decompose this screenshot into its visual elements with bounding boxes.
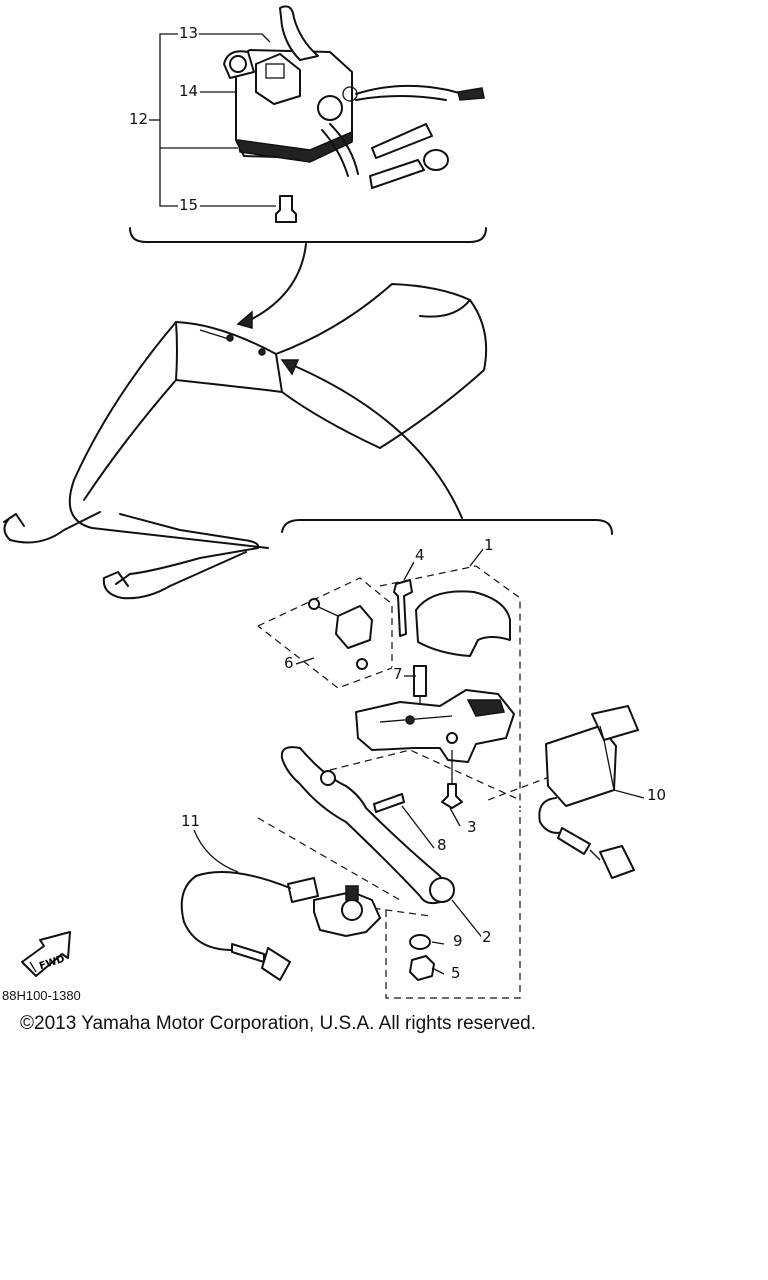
washer-9 [409,934,431,950]
callout-4: 4 [414,546,426,564]
callout-15: 15 [178,196,200,214]
callout-1: 1 [483,536,495,554]
nut-5 [409,955,435,981]
screw-15 [275,195,297,223]
copyright-notice: ©2013 Yamaha Motor Corporation, U.S.A. A… [20,1013,536,1034]
screw-3 [441,783,463,809]
callout-11: 11 [180,812,202,830]
snowmobile-illustration [3,283,488,600]
screw-8 [373,793,405,813]
switch-assembly-inset [129,5,487,243]
callout-13: 13 [178,24,200,42]
callout-12: 12 [128,110,150,128]
callout-14: 14 [178,82,200,100]
callout-5: 5 [450,964,462,982]
inset-frame-bottom [281,519,613,535]
throttle-assembly-inset [21,519,645,999]
callout-9: 9 [452,932,464,950]
diagram-code: 88H100-1380 [2,988,81,1003]
callout-6: 6 [283,654,295,672]
bolt-4 [393,579,413,637]
cover [415,590,511,657]
switch-button [255,53,301,105]
callout-7: 7 [392,665,404,683]
callout-3: 3 [466,818,478,836]
block-6 [335,605,373,649]
callout-8: 8 [436,836,448,854]
inset-frame-top [129,227,487,243]
callout-2: 2 [481,928,493,946]
callout-10: 10 [646,786,668,804]
spacer-7 [413,665,427,697]
fwd-arrow-icon [21,931,71,977]
